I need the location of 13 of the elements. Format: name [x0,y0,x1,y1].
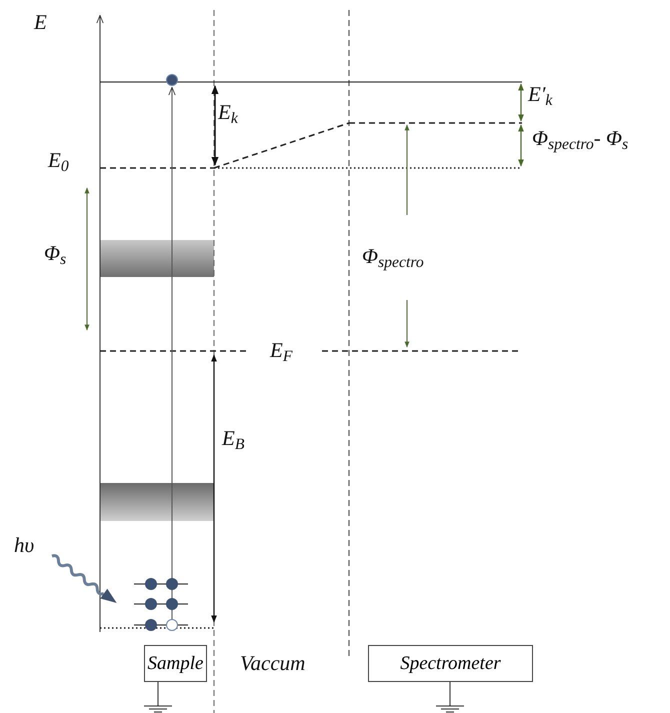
math-label: E$_{F}$ [270,340,292,361]
math-label: E [34,12,47,33]
math-label: Vaccum [240,653,306,674]
math-label: hυ [14,535,34,556]
box-label: Sample [148,654,204,673]
label-box [144,645,207,682]
math-label: E′$_{k}$ [528,84,552,105]
math-label: E$_{B}$ [222,428,244,449]
math-label: Φ$_{s}$ [44,243,66,264]
math-label: E$_{k}$ [218,102,238,123]
label-box [368,645,533,682]
box-label: Spectrometer [400,654,501,673]
math-label: E$_{0}$ [48,150,69,171]
